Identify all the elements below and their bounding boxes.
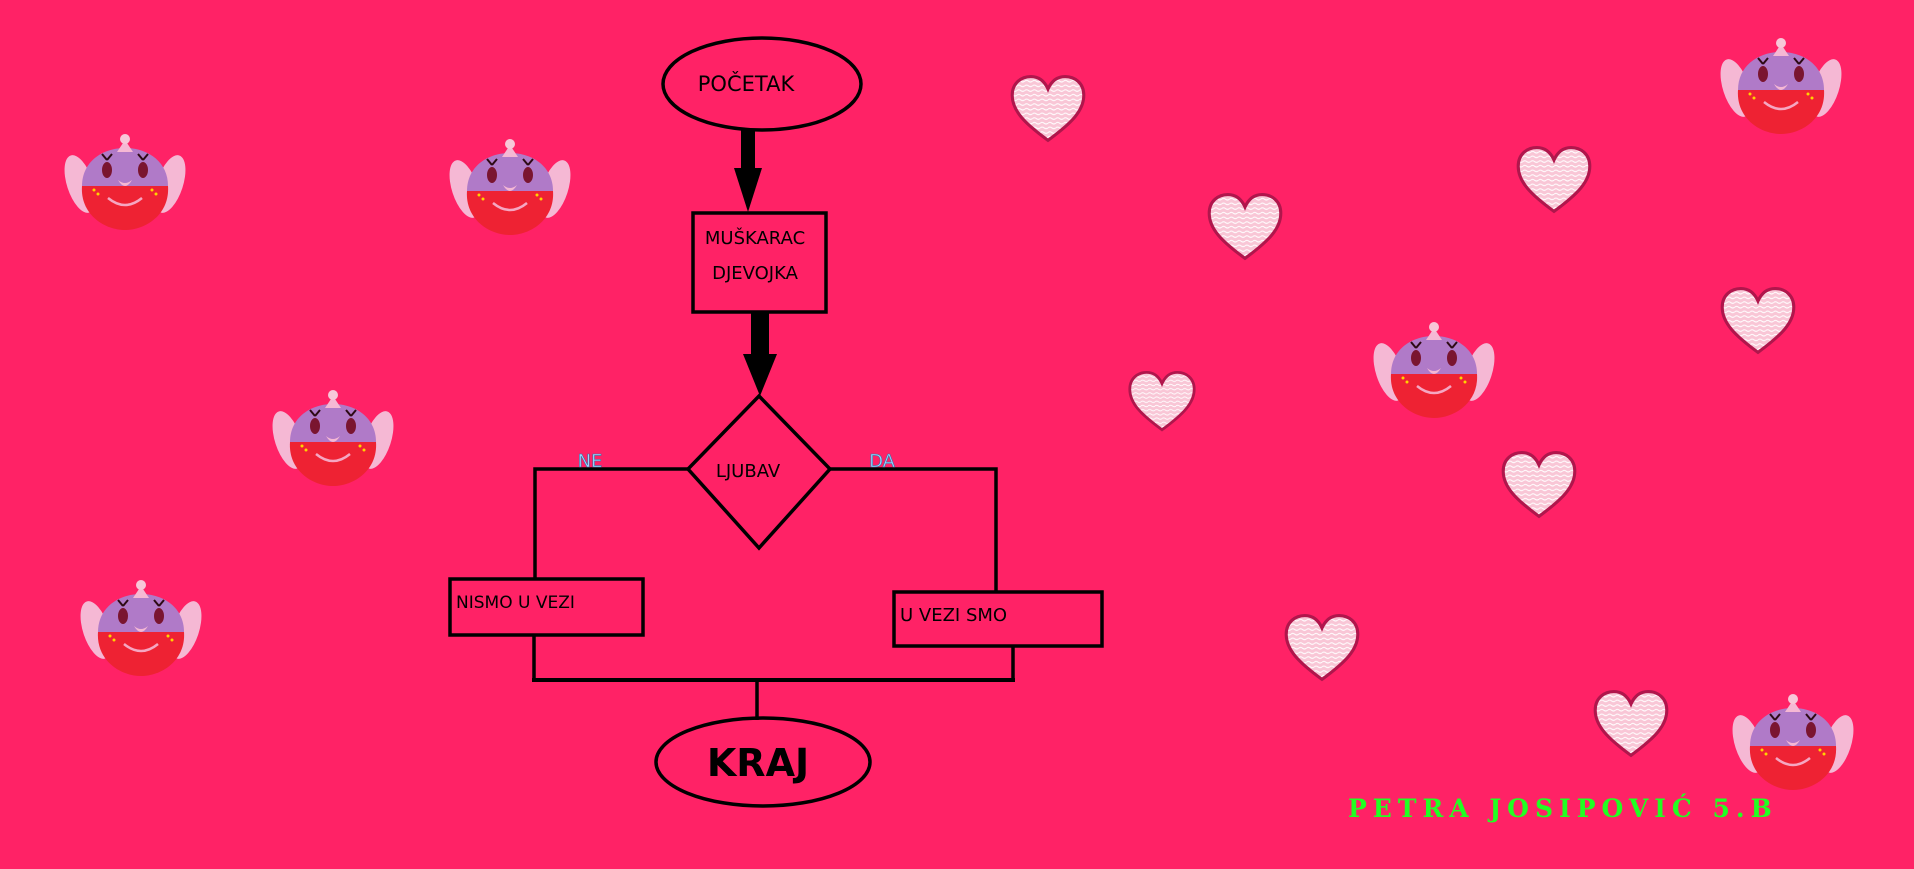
in-relationship-node: U VEZI SMO bbox=[892, 590, 1104, 648]
strawberry-creature-icon bbox=[1716, 36, 1846, 136]
heart-icon bbox=[1128, 371, 1196, 432]
no-relationship-label: NISMO U VEZI bbox=[456, 593, 575, 613]
heart-icon bbox=[1516, 146, 1592, 213]
end-label: KRAJ bbox=[707, 741, 809, 785]
heart-icon bbox=[1593, 690, 1669, 757]
decision-node: LJUBAV bbox=[685, 393, 833, 551]
decorations-hearts bbox=[1010, 75, 1796, 757]
decorations-creatures bbox=[60, 36, 1858, 792]
strawberry-creature-icon bbox=[1728, 692, 1858, 792]
heart-icon bbox=[1501, 451, 1577, 518]
people-node: MUŠKARAC DJEVOJKA bbox=[691, 211, 828, 314]
heart-icon bbox=[1284, 614, 1360, 681]
arrow-head-start bbox=[734, 168, 762, 212]
heart-icon bbox=[1010, 75, 1086, 142]
decision-label: LJUBAV bbox=[716, 461, 781, 482]
people-label-line2: DJEVOJKA bbox=[712, 263, 799, 284]
arrow-head-people bbox=[743, 354, 777, 396]
in-relationship-label: U VEZI SMO bbox=[900, 605, 1007, 626]
strawberry-creature-icon bbox=[60, 132, 190, 232]
end-node: KRAJ bbox=[654, 716, 872, 808]
flowchart-nodes: POČETAK MUŠKARAC DJEVOJKA LJUBAV NE DA N… bbox=[448, 36, 1104, 808]
author-signature: PETRA JOSIPOVIĆ 5.B bbox=[1348, 794, 1778, 823]
flowchart-connectors bbox=[532, 130, 1015, 720]
connector-yes-branch bbox=[830, 467, 998, 592]
no-relationship-node: NISMO U VEZI bbox=[448, 577, 645, 637]
heart-icon bbox=[1207, 193, 1283, 260]
people-label-line1: MUŠKARAC bbox=[705, 227, 805, 249]
branch-label-yes: DA bbox=[869, 451, 896, 472]
start-label: POČETAK bbox=[698, 71, 796, 96]
branch-label-no: NE bbox=[578, 451, 603, 472]
heart-icon bbox=[1720, 287, 1796, 354]
connector-no-branch bbox=[533, 467, 688, 578]
strawberry-creature-icon bbox=[76, 578, 206, 678]
strawberry-creature-icon bbox=[268, 388, 398, 488]
strawberry-creature-icon bbox=[1369, 320, 1499, 420]
strawberry-creature-icon bbox=[445, 137, 575, 237]
start-node: POČETAK bbox=[661, 36, 863, 132]
